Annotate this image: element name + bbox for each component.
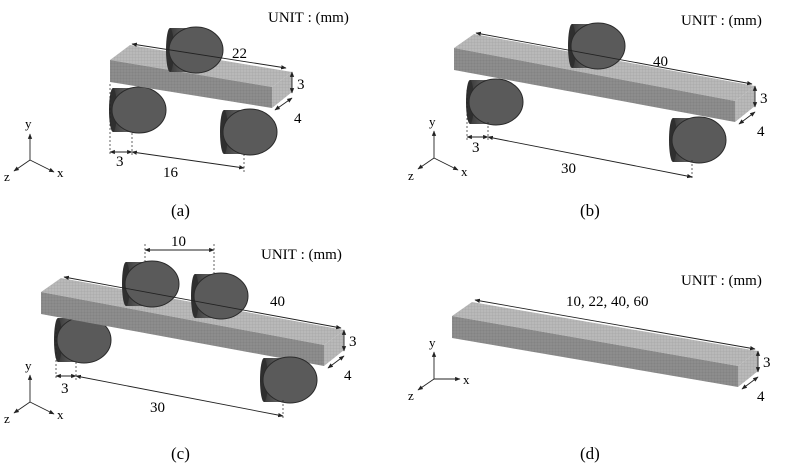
length-dimension <box>474 298 756 351</box>
width-label: 4 <box>294 111 302 127</box>
span-dimension <box>487 135 693 179</box>
loading-roller-left <box>122 260 180 308</box>
loading-roller <box>166 26 224 74</box>
span-label: 30 <box>561 161 576 177</box>
offset-label: 3 <box>116 154 124 170</box>
offset-label: 3 <box>472 140 480 156</box>
loading-roller <box>568 22 626 70</box>
svg-text:z: z <box>408 388 414 403</box>
length-dimension <box>131 42 287 70</box>
caption-c: (c) <box>171 444 190 463</box>
height-label: 3 <box>297 77 305 93</box>
height-label: 3 <box>760 91 768 107</box>
support-roller-left <box>466 78 524 126</box>
axis-triad: y x z <box>4 116 64 184</box>
length-label: 40 <box>653 54 668 70</box>
width-dimension <box>741 376 759 390</box>
span-label: 16 <box>163 165 179 181</box>
panel-a: 22 3 4 3 16 UNIT : (mm) y x z (a) <box>4 10 349 220</box>
width-dimension <box>274 97 293 111</box>
width-dimension <box>327 355 345 369</box>
svg-text:x: x <box>463 372 470 387</box>
width-label: 4 <box>344 368 352 384</box>
width-label: 4 <box>757 124 765 140</box>
length-label: 10, 22, 40, 60 <box>566 294 649 310</box>
loading-span-label: 10 <box>171 234 186 250</box>
svg-text:y: y <box>429 335 436 350</box>
caption-b: (b) <box>580 201 600 220</box>
svg-text:z: z <box>4 411 10 426</box>
unit-label: UNIT : (mm) <box>681 13 762 29</box>
beam <box>452 302 758 387</box>
span-dimension <box>75 374 284 418</box>
width-dimension <box>738 111 756 125</box>
loading-roller-right <box>191 272 249 320</box>
caption-a: (a) <box>171 201 190 220</box>
height-label: 3 <box>349 334 357 350</box>
svg-text:z: z <box>408 168 414 183</box>
axis-triad: y x z <box>408 335 470 403</box>
support-roller-right <box>220 108 278 156</box>
unit-label: UNIT : (mm) <box>261 247 342 263</box>
unit-label: UNIT : (mm) <box>681 273 762 289</box>
span-dimension <box>131 150 245 170</box>
length-dimension <box>475 31 753 86</box>
svg-text:x: x <box>57 407 64 422</box>
svg-text:x: x <box>461 164 468 179</box>
length-label: 40 <box>270 294 285 310</box>
svg-text:x: x <box>57 165 64 180</box>
support-roller-right <box>260 356 318 404</box>
caption-d: (d) <box>580 444 600 463</box>
height-label: 3 <box>763 355 771 371</box>
svg-text:y: y <box>25 358 32 373</box>
panel-b: 40 3 4 3 30 UNIT : (mm) y x z (b) <box>408 13 768 220</box>
length-label: 22 <box>232 46 247 62</box>
span-label: 30 <box>150 400 165 416</box>
support-roller-right <box>669 116 727 164</box>
length-dimension <box>63 275 342 330</box>
support-roller-left <box>109 86 167 134</box>
unit-label: UNIT : (mm) <box>268 10 349 26</box>
axis-triad: y x z <box>408 114 468 183</box>
svg-text:y: y <box>429 114 436 129</box>
width-label: 4 <box>757 389 765 405</box>
svg-text:z: z <box>4 169 10 184</box>
svg-text:y: y <box>25 116 32 131</box>
offset-label: 3 <box>61 381 69 397</box>
panel-d: 10, 22, 40, 60 3 4 UNIT : (mm) y x z (d) <box>408 273 771 463</box>
panel-c: 10 40 3 4 3 30 UNIT : (mm) y x z (c) <box>4 234 357 463</box>
axis-triad: y x z <box>4 358 64 426</box>
